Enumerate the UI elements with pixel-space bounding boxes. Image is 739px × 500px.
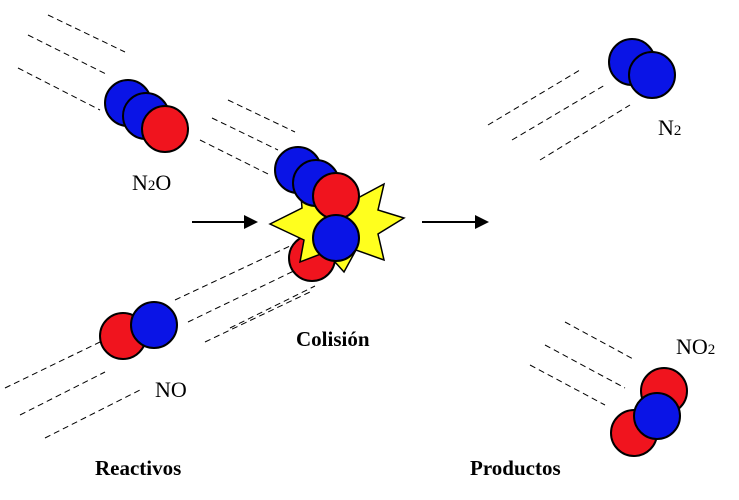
no2-molecule	[610, 367, 688, 457]
n2o-oxygen-atom	[141, 105, 189, 153]
n2-nitrogen-atom-2	[628, 51, 676, 99]
n2-motion-trails	[487, 69, 631, 161]
collision-oxygen-atom-upper	[312, 172, 360, 220]
collision-nitrogen-atom-3	[312, 214, 360, 262]
n2-label: N2	[658, 115, 681, 140]
collision-cluster	[268, 146, 406, 282]
no-label: NO	[155, 377, 187, 402]
right-arrow-icon	[422, 215, 489, 229]
no2-motion-trails	[529, 321, 636, 406]
n2-molecule	[608, 38, 676, 99]
n2o-molecule	[104, 79, 189, 153]
collision-bottom-trails	[174, 245, 316, 343]
no2-nitrogen-atom	[633, 392, 681, 440]
collision-caption: Colisión	[296, 327, 370, 351]
collision-top-trails	[199, 99, 296, 176]
no-nitrogen-atom	[130, 301, 178, 349]
no2-label: NO2	[676, 334, 715, 359]
products-caption: Productos	[470, 456, 561, 480]
no-molecule	[99, 301, 178, 360]
right-arrow-icon	[192, 215, 258, 229]
no-motion-trails	[4, 341, 141, 439]
reactants-caption: Reactivos	[95, 456, 181, 480]
n2o-label: N2O	[132, 170, 171, 195]
n2o-motion-trails	[17, 14, 126, 111]
